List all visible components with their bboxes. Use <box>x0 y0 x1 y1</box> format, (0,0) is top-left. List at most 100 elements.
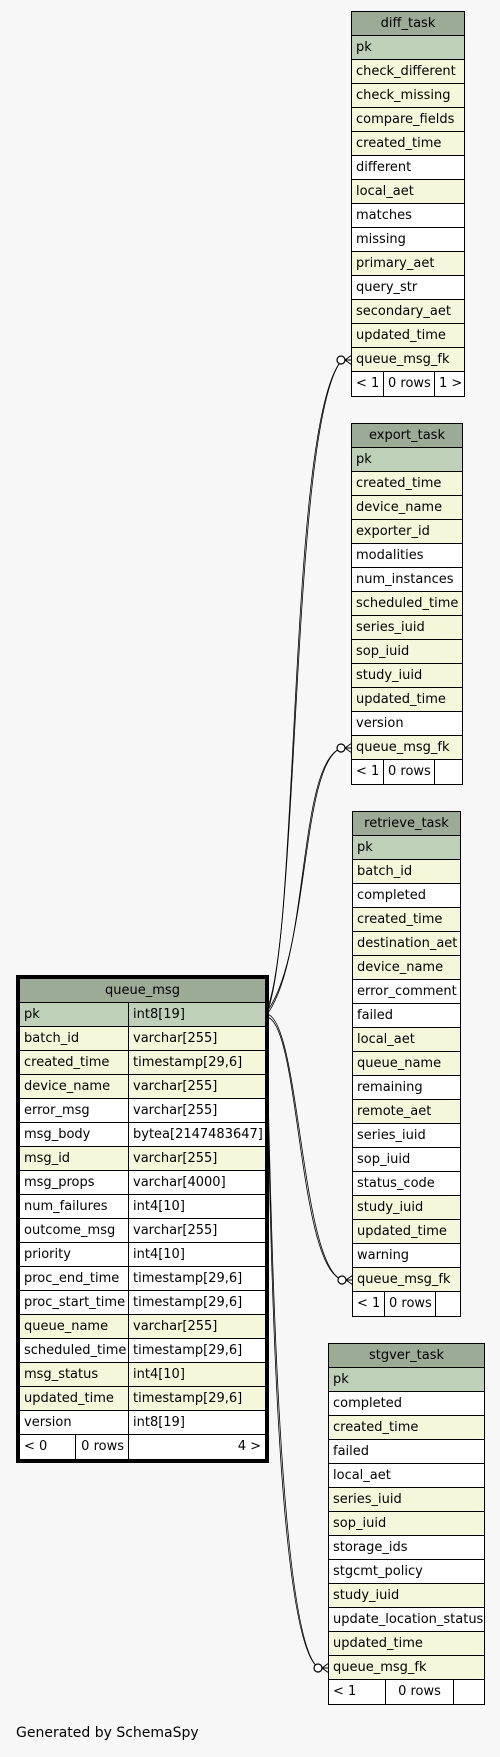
column-row[interactable]: remaining <box>353 1076 460 1100</box>
column-row[interactable]: created_time <box>352 132 464 156</box>
column-row[interactable]: query_str <box>352 276 464 300</box>
column-row[interactable]: pk <box>329 1368 484 1392</box>
column-row[interactable]: pk <box>352 36 464 60</box>
column-row[interactable]: queue_name <box>353 1052 460 1076</box>
column-type: bytea[2147483647] <box>133 1127 263 1142</box>
column-row[interactable]: missing <box>352 228 464 252</box>
column-row[interactable]: updated_time <box>352 688 462 712</box>
column-row[interactable]: completed <box>353 884 460 908</box>
column-row[interactable]: local_aet <box>352 180 464 204</box>
column-row[interactable]: compare_fields <box>352 108 464 132</box>
column-name: priority <box>20 1243 129 1266</box>
column-row[interactable]: series_iuid <box>353 1124 460 1148</box>
column-row[interactable]: series_iuid <box>329 1488 484 1512</box>
column-row[interactable]: destination_aet <box>353 932 460 956</box>
column-row[interactable]: matches <box>352 204 464 228</box>
column-row[interactable]: sop_iuid <box>329 1512 484 1536</box>
column-row[interactable]: queue_msg_fk <box>353 1268 460 1292</box>
column-type: timestamp[29,6] <box>133 1343 243 1358</box>
crow-foot-zero-or-many-icon <box>313 1662 330 1674</box>
column-row[interactable]: created_time <box>353 908 460 932</box>
column-row[interactable]: storage_ids <box>329 1536 484 1560</box>
table-header[interactable]: queue_msg <box>20 979 265 1003</box>
column-name: scheduled_time <box>356 596 459 611</box>
column-row[interactable]: warning <box>353 1244 460 1268</box>
column-row[interactable]: different <box>352 156 464 180</box>
column-row[interactable]: secondary_aet <box>352 300 464 324</box>
column-name: updated_time <box>333 1636 423 1651</box>
column-name: device_name <box>356 500 443 515</box>
column-row[interactable]: remote_aet <box>353 1100 460 1124</box>
column-row[interactable]: check_different <box>352 60 464 84</box>
relationship-line <box>264 1013 344 1281</box>
column-row[interactable]: queue_msg_fk <box>352 736 462 760</box>
column-row[interactable]: device_name <box>353 956 460 980</box>
table-header[interactable]: stgver_task <box>329 1344 484 1368</box>
column-row[interactable]: queue_msg_fk <box>352 348 464 372</box>
table-header[interactable]: diff_task <box>352 12 464 36</box>
column-row[interactable]: num_instances <box>352 568 462 592</box>
table-header[interactable]: export_task <box>352 424 462 448</box>
column-row[interactable]: updated_time <box>352 324 464 348</box>
column-row[interactable]: study_iuid <box>329 1584 484 1608</box>
column-row[interactable]: pk <box>352 448 462 472</box>
column-row[interactable]: error_comment <box>353 980 460 1004</box>
column-row[interactable]: study_iuid <box>353 1196 460 1220</box>
column-name: updated_time <box>357 1224 447 1239</box>
column-row[interactable]: modalities <box>352 544 462 568</box>
column-row[interactable]: sop_iuid <box>352 640 462 664</box>
column-row[interactable]: updated_time <box>329 1632 484 1656</box>
column-row[interactable]: status_code <box>353 1172 460 1196</box>
column-row[interactable]: failed <box>329 1440 484 1464</box>
row-count: 0 rows <box>76 1435 129 1459</box>
column-row[interactable]: update_location_status <box>329 1608 484 1632</box>
column-row[interactable]: version <box>352 712 462 736</box>
column-row[interactable]: pk <box>353 836 460 860</box>
column-row[interactable]: failed <box>353 1004 460 1028</box>
column-row[interactable]: study_iuid <box>352 664 462 688</box>
column-row[interactable]: exporter_id <box>352 520 462 544</box>
column-name: missing <box>356 232 406 247</box>
column-name: local_aet <box>357 1032 415 1047</box>
column-row[interactable]: completed <box>329 1392 484 1416</box>
column-row[interactable]: queue_msg_fk <box>329 1656 484 1680</box>
table-header[interactable]: retrieve_task <box>353 812 460 836</box>
column-row[interactable]: created_time <box>329 1416 484 1440</box>
column-row[interactable]: primary_aet <box>352 252 464 276</box>
column-row[interactable]: local_aet <box>353 1028 460 1052</box>
column-row[interactable]: created_time <box>352 472 462 496</box>
column-row[interactable]: scheduled_time <box>352 592 462 616</box>
column-row[interactable]: updated_time <box>353 1220 460 1244</box>
column-name: queue_name <box>357 1056 442 1071</box>
column-row[interactable]: stgcmt_policy <box>329 1560 484 1584</box>
column-row[interactable]: local_aet <box>329 1464 484 1488</box>
column-row[interactable]: sop_iuid <box>353 1148 460 1172</box>
column-row[interactable]: series_iuid <box>352 616 462 640</box>
column-row[interactable]: batch_id <box>353 860 460 884</box>
column-row[interactable]: device_name <box>352 496 462 520</box>
column-row[interactable]: check_missing <box>352 84 464 108</box>
